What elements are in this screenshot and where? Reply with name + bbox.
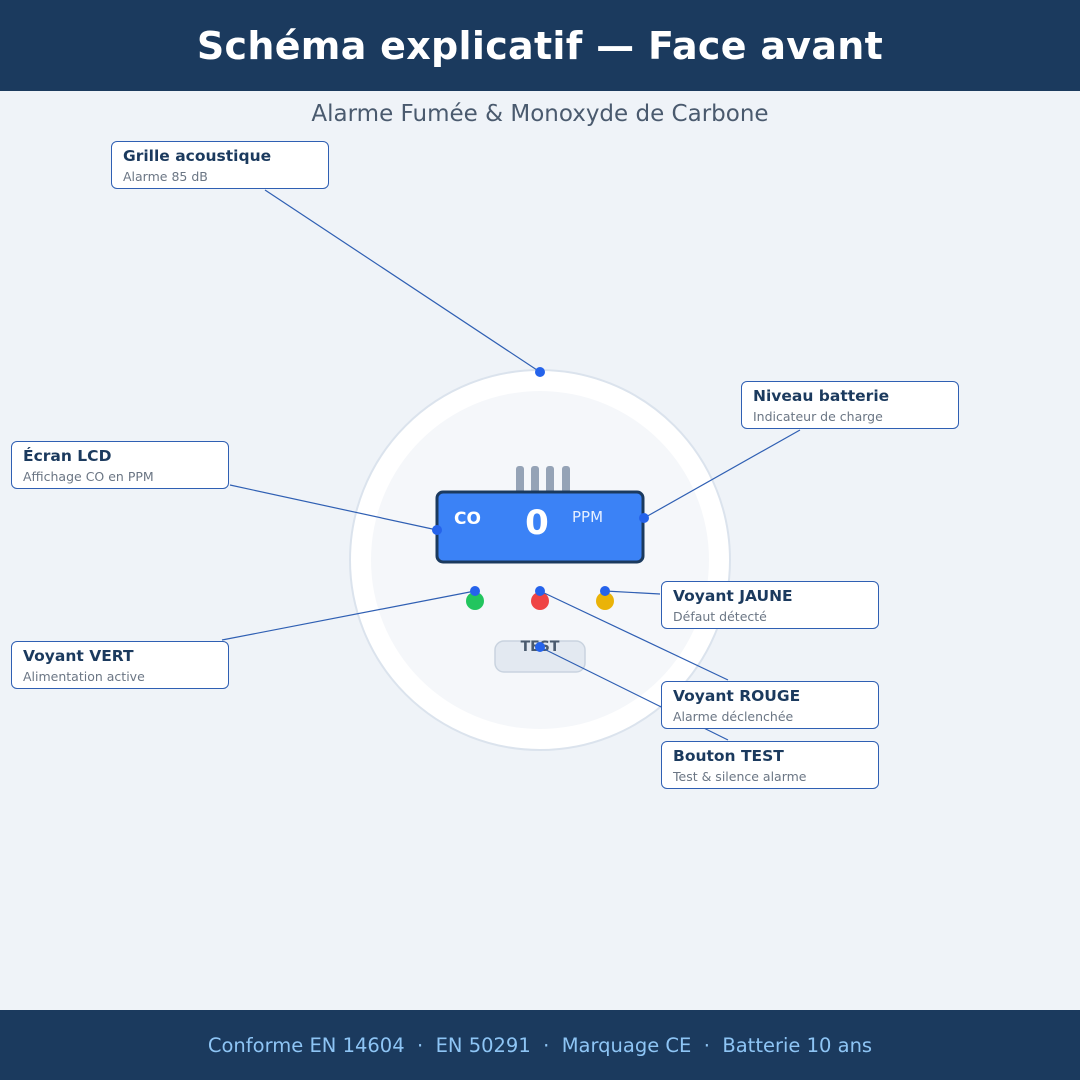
footer-compliance-text: Conforme EN 14604 · EN 50291 · Marquage … (207, 1033, 873, 1057)
battery-level-icon (516, 466, 570, 494)
callout-title: Voyant VERT (23, 647, 134, 665)
callout-subtitle: Alarme 85 dB (123, 169, 208, 184)
lcd-gas-label: CO (454, 509, 481, 529)
callout-title: Écran LCD (23, 447, 112, 465)
page-subtitle: Alarme Fumée & Monoxyde de Carbone (311, 101, 769, 127)
callout-subtitle: Affichage CO en PPM (23, 469, 154, 484)
header-bar: Schéma explicatif — Face avant (0, 0, 1080, 91)
callout-subtitle: Alimentation active (23, 669, 145, 684)
anchor-dots (432, 367, 649, 652)
callout-title: Voyant JAUNE (673, 587, 793, 605)
callout-title: Bouton TEST (673, 747, 784, 765)
callout-voyant-vert: Voyant VERT Alimentation active (11, 641, 229, 689)
callout-title: Grille acoustique (123, 147, 272, 165)
led-green (466, 592, 484, 610)
callout-grille-acoustique: Grille acoustique Alarme 85 dB (111, 141, 329, 189)
lcd-unit: PPM (572, 508, 603, 526)
leader-lines (221, 189, 801, 741)
callout-title: Voyant ROUGE (673, 687, 801, 705)
callout-niveau-batterie: Niveau batterie Indicateur de charge (741, 381, 959, 429)
callout-subtitle: Défaut détecté (673, 609, 767, 624)
callout-voyant-rouge: Voyant ROUGE Alarme déclenchée (661, 681, 879, 729)
callout-subtitle: Test & silence alarme (673, 769, 807, 784)
callout-ecran-lcd: Écran LCD Affichage CO en PPM (11, 441, 229, 489)
callout-bouton-test: Bouton TEST Test & silence alarme (661, 741, 879, 789)
callout-title: Niveau batterie (753, 387, 890, 405)
callout-subtitle: Indicateur de charge (753, 409, 883, 424)
lcd-value: 0 (525, 503, 549, 543)
footer-bar: Conforme EN 14604 · EN 50291 · Marquage … (0, 1010, 1080, 1080)
callout-subtitle: Alarme déclenchée (673, 709, 794, 724)
page-title: Schéma explicatif — Face avant (196, 23, 884, 68)
led-yellow (596, 592, 614, 610)
callout-voyant-jaune: Voyant JAUNE Défaut détecté (661, 581, 879, 629)
led-red (531, 592, 549, 610)
